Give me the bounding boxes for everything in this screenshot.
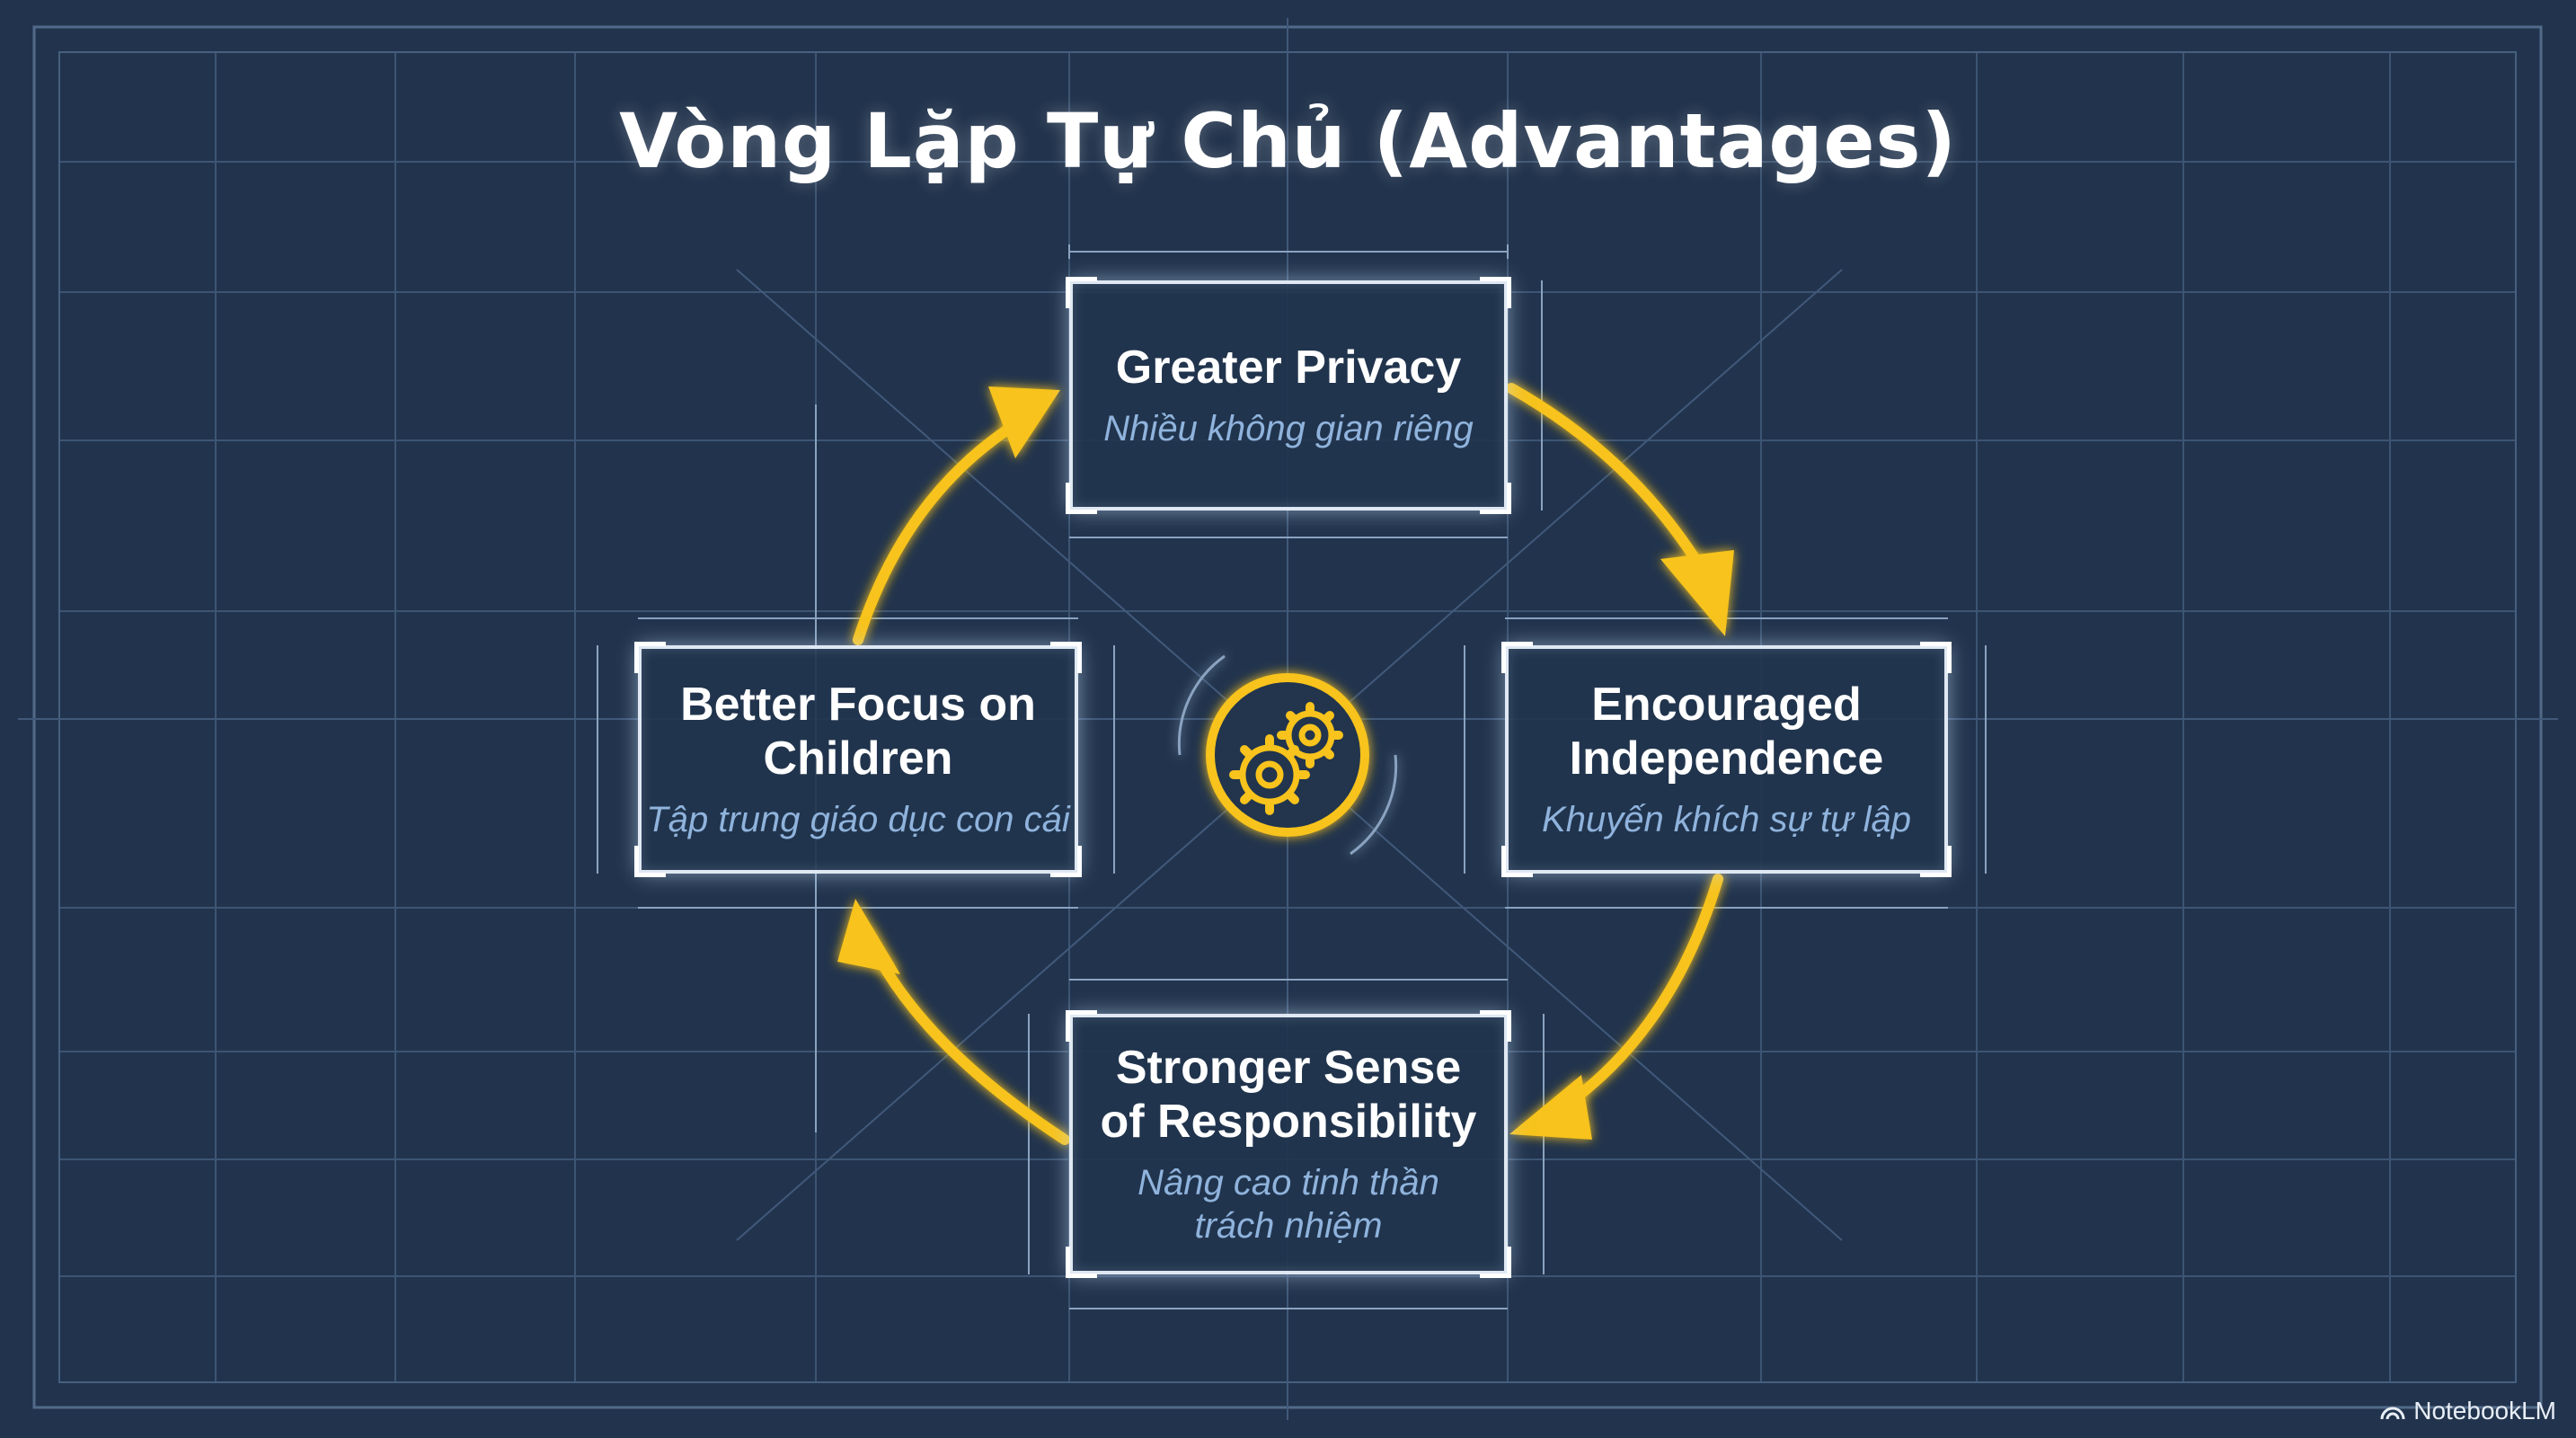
arrow-left-to-top xyxy=(853,408,1039,645)
arrowhead-top xyxy=(988,386,1060,458)
node-title-line-2: of Responsibility xyxy=(1100,1096,1477,1148)
node-subtitle-line-2: trách nhiệm xyxy=(1194,1206,1383,1246)
cycle-arrows xyxy=(853,383,1723,1145)
node-encouraged-independence: Encouraged Independence Khuyến khích sự … xyxy=(1501,642,1952,877)
page-title: Vòng Lặp Tự Chủ (Advantages) xyxy=(619,97,1957,185)
node-stronger-responsibility: Stronger Sense of Responsibility Nâng ca… xyxy=(1066,1010,1511,1278)
node-title: Greater Privacy xyxy=(1115,342,1462,394)
node-subtitle: Tập trung giáo dục con cái xyxy=(646,800,1070,839)
arrow-top-to-right xyxy=(1506,383,1711,581)
arrowhead-right xyxy=(1660,550,1734,636)
node-subtitle-line-1: Nâng cao tinh thần xyxy=(1138,1163,1439,1203)
gears-icon xyxy=(1177,654,1398,856)
notebooklm-logo-icon xyxy=(2380,1407,2405,1420)
node-better-focus: Better Focus on Children Tập trung giáo … xyxy=(634,642,1082,877)
node-title-line-1: Encouraged xyxy=(1591,679,1862,731)
node-title-line-1: Better Focus on xyxy=(680,679,1036,731)
node-title-line-2: Children xyxy=(763,732,953,785)
node-subtitle: Khuyến khích sự tự lập xyxy=(1542,800,1911,839)
node-title-line-1: Stronger Sense xyxy=(1115,1042,1462,1094)
watermark-label: NotebookLM xyxy=(2413,1397,2556,1425)
node-subtitle: Nhiều không gian riêng xyxy=(1103,409,1474,448)
arrowhead-bottom xyxy=(1509,1075,1592,1140)
arrowhead-left xyxy=(837,899,900,974)
arrow-right-to-bottom xyxy=(1554,874,1723,1115)
node-greater-privacy: Greater Privacy Nhiều không gian riêng xyxy=(1066,277,1511,514)
arrow-heads xyxy=(837,386,1734,1140)
notebooklm-watermark: NotebookLM xyxy=(2379,1397,2556,1425)
arrow-bottom-to-left xyxy=(862,929,1070,1145)
node-title-line-2: Independence xyxy=(1569,732,1884,785)
